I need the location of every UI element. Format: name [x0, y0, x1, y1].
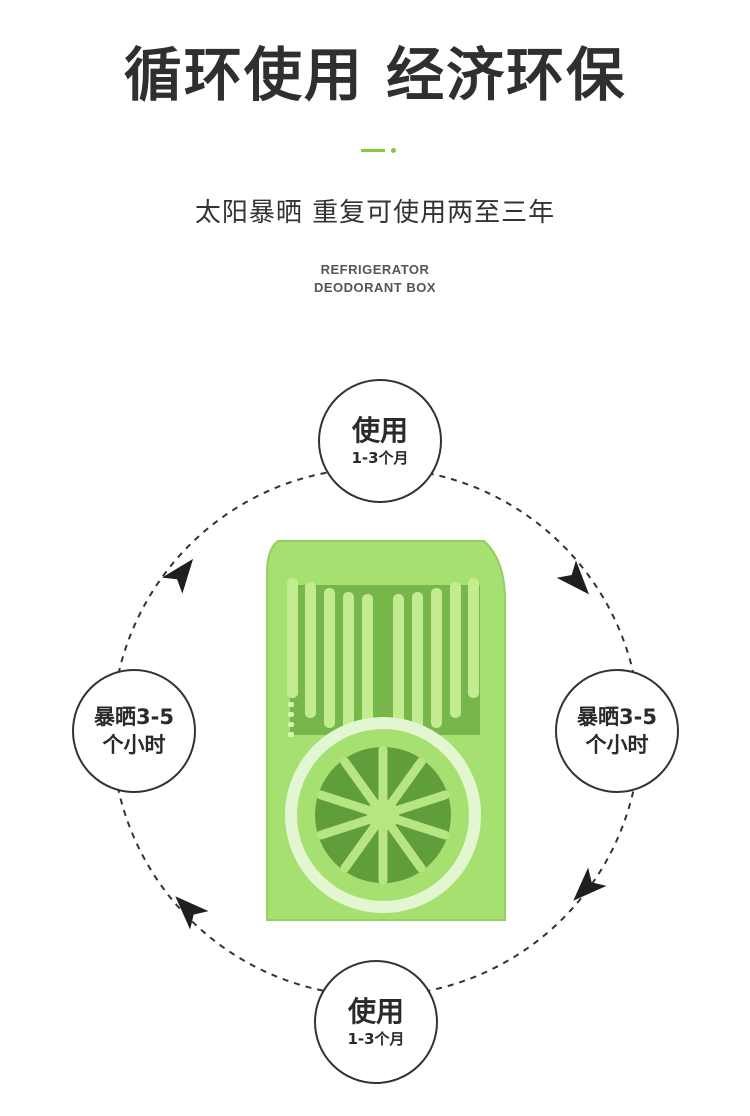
- node-line-2: 个小时: [585, 733, 649, 757]
- cycle-node-use-bottom: 使用 1-3个月: [314, 960, 438, 1084]
- node-line-1: 暴晒3-5: [577, 705, 657, 729]
- node-line-1: 暴晒3-5: [94, 705, 174, 729]
- node-title: 使用: [347, 995, 404, 1028]
- english-title-line-1: REFRIGERATOR: [320, 262, 430, 277]
- clockwise-arrow-icon: [573, 867, 607, 901]
- cycle-node-use-top: 使用 1-3个月: [318, 379, 442, 503]
- accent-dot: [391, 148, 396, 153]
- accent-bar: [361, 149, 385, 152]
- clockwise-arrow-icon: [556, 560, 590, 595]
- node-line-2: 个小时: [102, 733, 166, 757]
- node-detail: 1-3个月: [351, 449, 409, 467]
- subtitle: 太阳暴晒 重复可使用两至三年: [194, 198, 556, 228]
- deodorant-box-illustration: [266, 540, 506, 921]
- node-detail: 1-3个月: [347, 1030, 405, 1048]
- title-accent: [361, 148, 401, 154]
- node-title: 使用: [351, 414, 408, 447]
- page-title: 循环使用 经济环保: [123, 41, 627, 109]
- english-title-line-2: DEODORANT BOX: [313, 280, 437, 295]
- cycle-node-sun-right: 暴晒3-5 个小时: [555, 669, 679, 793]
- clockwise-arrow-icon: [175, 896, 209, 930]
- clockwise-arrow-icon: [161, 558, 194, 594]
- cycle-node-sun-left: 暴晒3-5 个小时: [72, 669, 196, 793]
